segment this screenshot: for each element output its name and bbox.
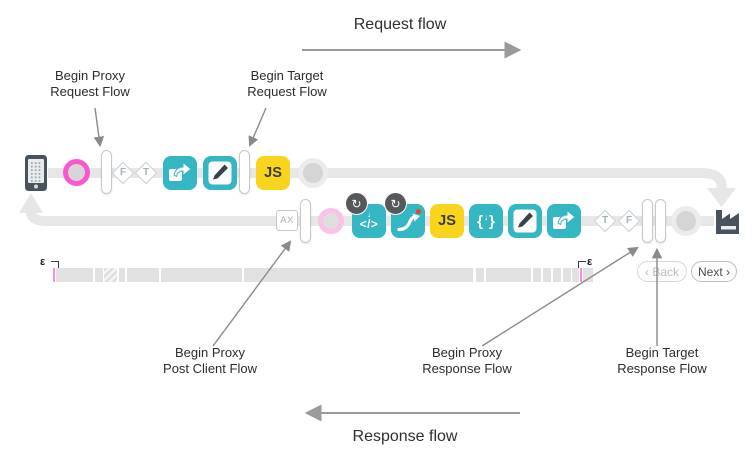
timeline-segment-solid <box>572 268 579 282</box>
assign-message-step[interactable] <box>163 156 197 190</box>
timeline-segment-tick <box>53 268 55 282</box>
response-start-circle <box>318 208 344 234</box>
rotate-icon: ↻ <box>351 196 362 211</box>
share-arrow-icon <box>553 209 576 229</box>
label-begin-target-response-flow: Begin Target Response Flow <box>592 345 732 376</box>
down-arrow-icon: ↓ <box>366 210 371 219</box>
timeline-segment-solid <box>161 268 242 282</box>
edit-policy-step[interactable] <box>508 204 542 238</box>
circle-inner <box>303 163 323 183</box>
condition-true-step[interactable]: T <box>134 161 158 185</box>
label-line: Begin Target <box>625 345 699 360</box>
assign-message-step[interactable] <box>547 204 581 238</box>
timeline-segment-solid <box>95 268 103 282</box>
timeline-segment-hatch <box>104 268 117 282</box>
circle-inner <box>676 211 696 231</box>
timeline-segment-solid <box>563 268 571 282</box>
label-line: Post Client Flow <box>163 360 257 376</box>
label-begin-target-request-flow: Begin Target Request Flow <box>227 68 347 99</box>
extract-variables-step[interactable]: { ↓ } <box>469 204 503 238</box>
target-response-flow-marker[interactable] <box>655 199 666 243</box>
label-line: Begin Target <box>250 68 324 83</box>
request-track-arrow-down <box>707 188 736 207</box>
condition-letter: F <box>119 167 127 178</box>
label-line: Request Flow <box>50 83 130 99</box>
proxy-response-flow-marker[interactable] <box>642 199 653 243</box>
arrow-post-client-flow <box>212 240 292 347</box>
timeline-segment-solid <box>476 268 484 282</box>
down-arrow-icon: ↓ <box>484 212 488 222</box>
timeline-segment-solid <box>486 268 531 282</box>
loop-rotate-badge: ↻ <box>345 192 368 215</box>
timeline-segment-tick <box>580 268 582 282</box>
arrow-proxy-response-flow <box>481 246 639 347</box>
share-arrow-icon <box>169 161 192 181</box>
proxy-post-client-flow-marker[interactable] <box>300 199 311 243</box>
loop-rotate-badge: ↻ <box>384 192 407 215</box>
timeline-segment-solid <box>56 268 93 282</box>
timeline-segment-solid <box>583 268 593 282</box>
proxy-request-start-circle <box>63 159 90 186</box>
request-step-end-circle <box>298 158 328 188</box>
javascript-step[interactable]: JS <box>256 156 290 190</box>
braces-icon: { ↓ } <box>477 212 495 230</box>
condition-letter: T <box>142 167 150 178</box>
timeline-segment-solid <box>533 268 541 282</box>
response-flow-title: Response flow <box>352 428 458 445</box>
timeline-segment-solid <box>127 268 159 282</box>
ax-label: AX <box>280 215 294 226</box>
label-begin-proxy-response-flow: Begin Proxy Response Flow <box>397 345 537 376</box>
label-line: Request Flow <box>247 83 327 99</box>
label-begin-proxy-request-flow: Begin Proxy Request Flow <box>30 68 150 99</box>
javascript-step[interactable]: JS <box>430 204 464 238</box>
callout-arrow-icon <box>397 208 422 232</box>
target-request-flow-marker[interactable] <box>239 150 250 194</box>
back-button[interactable]: ‹ Back <box>637 261 687 282</box>
condition-letter: F <box>625 215 633 226</box>
target-server-icon <box>715 207 741 240</box>
analytics-step[interactable]: AX <box>276 210 298 231</box>
condition-letter: T <box>601 215 609 226</box>
timeline-segment-solid <box>553 268 561 282</box>
brace-close: } <box>489 212 495 230</box>
timeline-bracket-left <box>51 261 59 270</box>
condition-true-step[interactable]: T <box>593 209 617 233</box>
js-label: JS <box>438 213 456 229</box>
timeline-segment-solid <box>244 268 473 282</box>
label-begin-proxy-post-client-flow: Begin Proxy Post Client Flow <box>140 345 280 376</box>
pencil-icon <box>513 209 537 233</box>
epsilon-right: ε <box>587 256 593 268</box>
response-step-end-circle <box>671 206 701 236</box>
js-label: JS <box>264 165 282 181</box>
label-line: Begin Proxy <box>174 345 246 360</box>
arrow-target-request-flow <box>248 107 267 147</box>
timeline-segment-solid <box>543 268 551 282</box>
code-icon: ↓ </> <box>360 211 379 231</box>
edit-policy-step[interactable] <box>203 156 237 190</box>
label-line: Begin Proxy <box>431 345 503 360</box>
epsilon-left: ε <box>40 256 46 268</box>
next-button[interactable]: Next › <box>691 261 737 282</box>
condition-false-step[interactable]: F <box>111 161 135 185</box>
label-line: Begin Proxy <box>54 68 126 83</box>
mobile-client-icon <box>25 155 47 196</box>
label-line: Response Flow <box>617 360 707 376</box>
timeline-segment-solid <box>119 268 125 282</box>
response-track-arrow-up <box>19 193 43 213</box>
label-line: Response Flow <box>422 360 512 376</box>
code-glyph: </> <box>359 217 379 231</box>
arrow-proxy-request-flow <box>93 107 105 148</box>
pencil-icon <box>208 161 232 185</box>
brace-open: { <box>477 212 483 230</box>
rotate-icon: ↻ <box>390 196 401 211</box>
request-flow-title: Request flow <box>353 16 447 33</box>
condition-false-step[interactable]: F <box>617 209 641 233</box>
